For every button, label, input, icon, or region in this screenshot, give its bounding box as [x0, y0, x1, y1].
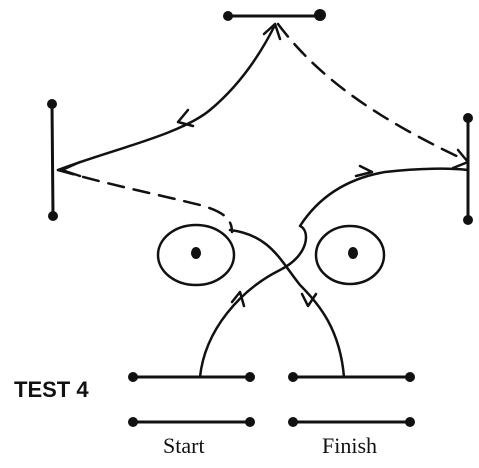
start-gate: [128, 372, 255, 427]
top-gate: [223, 9, 326, 21]
finish-gate: [288, 372, 415, 427]
dashed-path-top-to-right: [276, 22, 467, 162]
solid-path-left-to-top: [56, 23, 277, 172]
finish-label: Finish: [322, 433, 378, 458]
start-label: Start: [163, 433, 205, 458]
left-circle-marker: [156, 223, 236, 287]
dashed-path-left-to-loop: [56, 168, 234, 234]
left-gate: [47, 99, 58, 221]
arrowheads: [60, 22, 470, 308]
right-circle-marker: [314, 224, 386, 286]
test-label: TEST 4: [14, 377, 89, 402]
solid-path-start-to-right: [198, 167, 470, 379]
solid-path-loop-to-finish: [228, 228, 346, 379]
